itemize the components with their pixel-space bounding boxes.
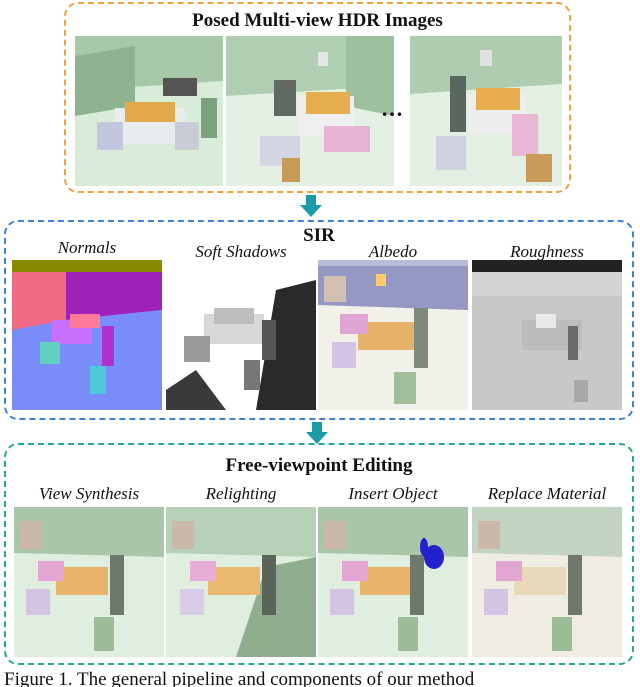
more-images-ellipsis: … (381, 96, 405, 121)
replace-material-label: Replace Material (487, 484, 607, 503)
normals-image (12, 260, 162, 410)
input-panel-title: Posed Multi-view HDR Images (192, 10, 443, 31)
input-image-3 (410, 36, 562, 186)
arrow-down-icon (306, 422, 328, 444)
roughness-image (472, 260, 622, 410)
sir-panel: SIR (4, 220, 634, 420)
albedo-label: Albedo (368, 242, 418, 261)
view-synthesis-label: View Synthesis (38, 484, 140, 503)
arrow-down-icon (300, 195, 322, 217)
editing-panel-title: Free-viewpoint Editing (225, 455, 413, 476)
view-synthesis-image (14, 507, 164, 657)
replace-material-image (472, 507, 622, 657)
input-image-1 (75, 36, 223, 186)
relighting-label: Relighting (205, 484, 277, 503)
input-panel: Posed Multi-view HDR Images (64, 2, 571, 193)
relighting-image (166, 507, 316, 657)
soft-shadows-label: Soft Shadows (195, 242, 287, 261)
input-image-2 (226, 36, 394, 186)
insert-object-image (318, 507, 468, 657)
editing-panel: Free-viewpoint Editing (4, 443, 634, 665)
sir-panel-title: SIR (303, 225, 335, 246)
soft-shadows-image (166, 260, 316, 410)
albedo-image (318, 260, 468, 410)
roughness-label: Roughness (510, 242, 584, 261)
normals-label: Normals (57, 238, 117, 257)
figure-caption: Figure 1. The general pipeline and compo… (4, 669, 475, 687)
insert-object-label: Insert Object (348, 484, 438, 503)
